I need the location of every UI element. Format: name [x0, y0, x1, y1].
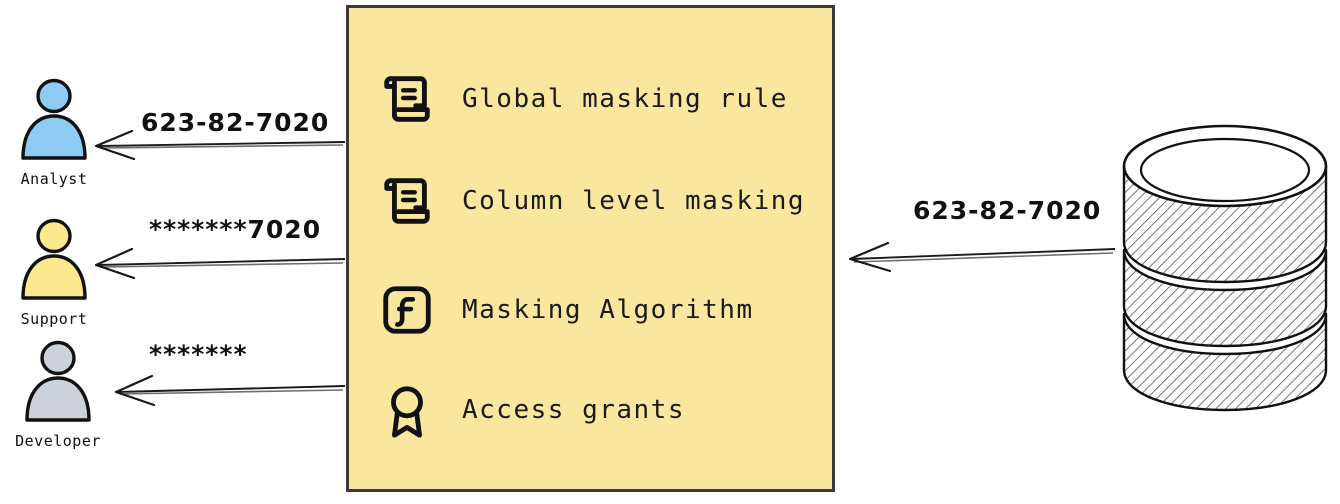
- person-icon: [25, 340, 91, 422]
- arrow-label-analyst: 623-82-7020: [141, 108, 330, 137]
- rule-item-masking-algorithm[interactable]: Masking Algorithm: [378, 280, 754, 340]
- scroll-icon: [384, 178, 430, 224]
- persona-label: Support: [20, 310, 88, 328]
- rule-label: Access grants: [462, 395, 685, 425]
- persona-developer[interactable]: Developer: [0, 340, 118, 450]
- persona-analyst[interactable]: Analyst: [0, 78, 114, 188]
- arrow-label-developer: *******: [149, 340, 248, 369]
- arrow-panel-to-developer: [114, 374, 346, 407]
- person-icon: [21, 78, 87, 160]
- database-cylinder-icon[interactable]: [1110, 118, 1340, 418]
- masking-rules-panel: Global masking rule Column level masking…: [346, 5, 835, 492]
- rule-item-global-masking[interactable]: Global masking rule: [378, 69, 788, 129]
- person-icon: [21, 218, 87, 300]
- rule-label: Masking Algorithm: [462, 295, 754, 325]
- scroll-icon: [384, 76, 430, 122]
- persona-support[interactable]: Support: [0, 218, 114, 328]
- panel-border-right: [832, 5, 835, 492]
- rule-item-access-grants[interactable]: Access grants: [378, 380, 685, 440]
- arrow-panel-to-support: [94, 247, 346, 280]
- arrow-label-database: 623-82-7020: [913, 196, 1102, 225]
- panel-border-left: [346, 5, 349, 492]
- panel-border-bottom: [346, 489, 835, 492]
- arrow-db-to-panel: [848, 241, 1116, 273]
- function-box-icon: [383, 286, 431, 334]
- persona-label: Analyst: [20, 170, 88, 188]
- database-svg: [1122, 124, 1328, 412]
- rule-label: Column level masking: [462, 186, 806, 216]
- arrow-label-support: *******7020: [149, 215, 322, 244]
- persona-label: Developer: [15, 432, 101, 450]
- award-ribbon-icon: [391, 386, 423, 438]
- rule-item-column-masking[interactable]: Column level masking: [378, 171, 805, 231]
- rule-label: Global masking rule: [462, 84, 788, 114]
- panel-border-top: [346, 5, 835, 8]
